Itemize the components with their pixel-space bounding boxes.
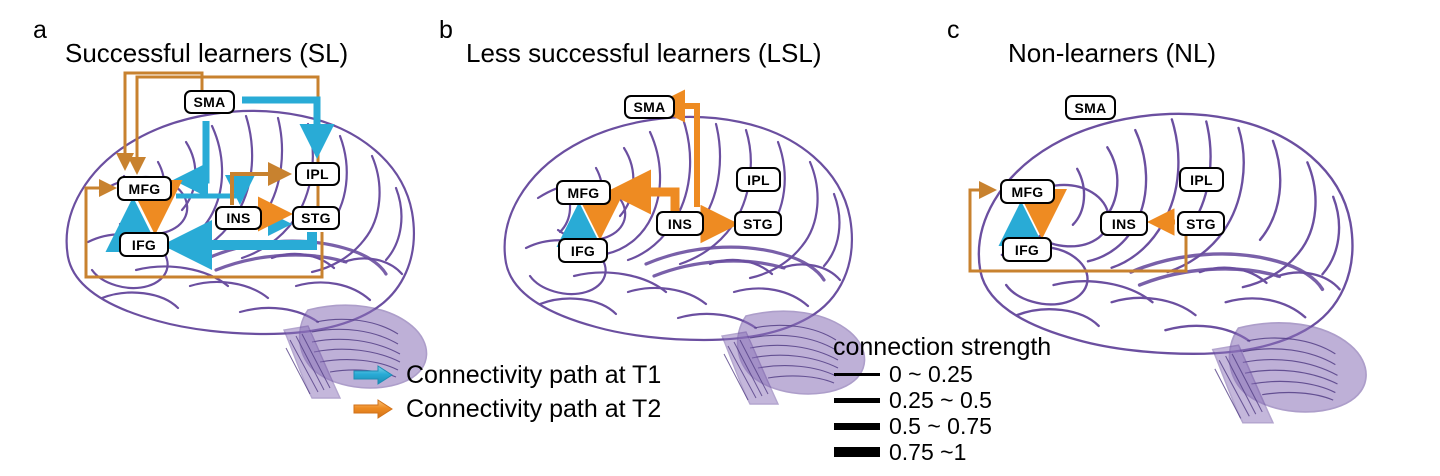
- strength-bar-icon: [833, 422, 881, 430]
- node-b-ifg[interactable]: IFG: [558, 238, 608, 263]
- node-a-mfg[interactable]: MFG: [117, 176, 172, 201]
- legend-strength-row-3: 0.5 ~ 0.75: [833, 413, 1051, 439]
- node-a-stg[interactable]: STG: [292, 206, 340, 230]
- node-c-sma[interactable]: SMA: [1065, 95, 1116, 120]
- legend-connection-strength: connection strength 0 ~ 0.25 0.25 ~ 0.5 …: [833, 333, 1051, 465]
- node-a-ins[interactable]: INS: [215, 206, 262, 230]
- panel-letter-b: b: [439, 16, 453, 44]
- legend-strength-label-1: 0 ~ 0.25: [889, 361, 973, 387]
- panel-letter-c: c: [947, 16, 960, 44]
- legend-label-t2: Connectivity path at T2: [406, 394, 662, 423]
- panel-title-a: Successful learners (SL): [65, 38, 349, 68]
- node-b-sma[interactable]: SMA: [624, 95, 675, 119]
- node-c-stg[interactable]: STG: [1177, 211, 1225, 236]
- legend-strength-row-4: 0.75 ~1: [833, 439, 1051, 465]
- legend-strength-label-4: 0.75 ~1: [889, 439, 967, 465]
- legend-strength-label-2: 0.25 ~ 0.5: [889, 387, 992, 413]
- node-b-ins[interactable]: INS: [656, 211, 704, 236]
- strength-bar-icon: [833, 397, 881, 403]
- legend-strength-row-2: 0.25 ~ 0.5: [833, 387, 1051, 413]
- legend-row-t2: Connectivity path at T2: [352, 392, 661, 426]
- node-a-sma[interactable]: SMA: [184, 90, 235, 114]
- arrow-right-icon: [353, 399, 393, 419]
- brain-illustration-a: [40, 72, 430, 402]
- panel-title-c: Non-learners (NL): [1008, 38, 1217, 68]
- node-c-ifg[interactable]: IFG: [1002, 237, 1052, 262]
- legend-strength-title: connection strength: [833, 333, 1052, 361]
- arrow-right-icon: [353, 365, 393, 385]
- node-b-ipl[interactable]: IPL: [736, 167, 781, 192]
- node-c-ipl[interactable]: IPL: [1179, 167, 1224, 192]
- brain-illustration-b: [478, 78, 868, 408]
- node-b-mfg[interactable]: MFG: [556, 180, 611, 205]
- node-c-mfg[interactable]: MFG: [1000, 179, 1055, 204]
- node-c-ins[interactable]: INS: [1100, 211, 1148, 236]
- node-a-ipl[interactable]: IPL: [295, 162, 340, 186]
- strength-bar-icon: [833, 372, 881, 376]
- panel-letter-a: a: [33, 16, 47, 44]
- legend-strength-row-1: 0 ~ 0.25: [833, 361, 1051, 387]
- node-a-ifg[interactable]: IFG: [119, 232, 169, 257]
- strength-bar-icon: [833, 447, 881, 457]
- node-b-stg[interactable]: STG: [734, 211, 782, 236]
- legend-row-t1: Connectivity path at T1: [352, 358, 661, 392]
- legend-connectivity-paths: Connectivity path at T1 Connectivity pat…: [352, 358, 661, 426]
- legend-label-t1: Connectivity path at T1: [406, 360, 662, 389]
- legend-strength-label-3: 0.5 ~ 0.75: [889, 413, 992, 439]
- panel-title-b: Less successful learners (LSL): [466, 38, 822, 68]
